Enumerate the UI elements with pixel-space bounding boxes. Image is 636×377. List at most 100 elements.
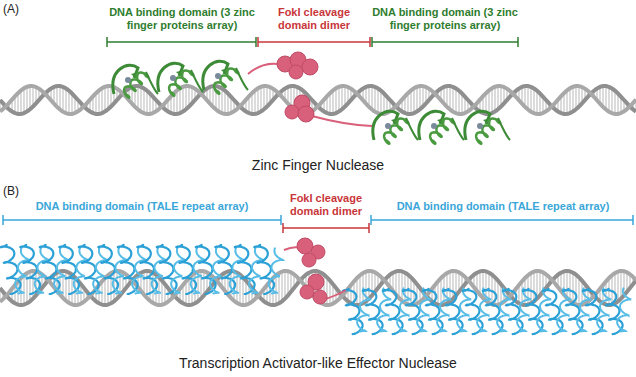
zinc-ion: [431, 123, 437, 129]
base-pair: [569, 271, 570, 300]
alpha-helix: [557, 288, 571, 331]
bracket-tick: [106, 37, 108, 47]
foki-subunit: [302, 59, 318, 75]
linker: [406, 118, 418, 140]
base-pair: [455, 88, 456, 113]
base-pair: [536, 91, 537, 114]
base-pair: [329, 281, 330, 305]
alpha-helix: [437, 288, 451, 331]
alpha-helix: [54, 248, 68, 293]
base-pair: [140, 87, 141, 112]
base-pair: [23, 88, 24, 113]
base-pair: [263, 86, 264, 109]
bracket-line: [283, 227, 369, 229]
base-pair: [617, 272, 618, 302]
base-pair: [26, 87, 27, 112]
base-pair: [398, 271, 399, 298]
base-pair: [614, 91, 615, 114]
domain-label: FokI cleavage domain dimer: [281, 192, 371, 218]
domain-label: DNA binding domain (3 zinc finger protei…: [356, 6, 534, 32]
dna-strand: [0, 86, 636, 114]
base-pair: [98, 90, 99, 113]
base-pair: [29, 86, 30, 109]
panel-letter: (B): [3, 184, 43, 198]
zinc-ion: [477, 123, 483, 129]
base-pair: [380, 91, 381, 114]
bracket-tick: [255, 37, 257, 47]
alpha-helix: [93, 248, 107, 293]
base-pair: [254, 90, 255, 113]
base-pair: [101, 88, 102, 113]
base-pair: [221, 88, 222, 113]
base-pair: [491, 88, 492, 113]
base-pair: [137, 86, 138, 109]
alpha-helix: [430, 119, 454, 144]
base-pair: [449, 86, 450, 109]
bracket-tick: [368, 223, 370, 233]
alpha-helix: [537, 288, 551, 331]
base-pair: [326, 277, 327, 305]
base-pair: [488, 90, 489, 113]
base-pair: [440, 278, 441, 305]
base-pair: [332, 90, 333, 113]
base-pair: [497, 86, 498, 109]
base-pair: [335, 88, 336, 113]
base-pair: [578, 277, 579, 305]
linker: [498, 118, 510, 140]
base-pair: [413, 88, 414, 113]
base-pair: [104, 278, 105, 305]
base-pair: [572, 273, 573, 303]
bracket-line: [3, 219, 281, 221]
linker: [146, 72, 158, 94]
base-pair: [533, 272, 534, 302]
alpha-helix: [269, 248, 283, 293]
linker: [248, 64, 278, 74]
base-pair: [497, 281, 498, 305]
alpha-helix: [577, 288, 591, 331]
base-pair: [455, 271, 456, 295]
base-pair: [611, 88, 612, 113]
foki-subunit: [302, 253, 316, 267]
base-pair: [185, 86, 186, 109]
base-pair: [359, 275, 360, 304]
base-pair: [182, 87, 183, 112]
base-pair: [608, 278, 609, 305]
bracket-tick: [371, 37, 373, 47]
base-pair: [566, 90, 567, 113]
alpha-helix: [35, 248, 49, 293]
bracket-line: [372, 41, 518, 43]
alpha-helix: [357, 288, 371, 331]
zinc-ion: [125, 77, 131, 83]
base-pair: [572, 87, 573, 112]
base-pair: [62, 87, 63, 112]
dna-strand: [0, 86, 636, 114]
base-pair: [242, 277, 243, 305]
zinc-ion: [170, 75, 176, 81]
alpha-helix: [132, 248, 146, 293]
base-pair: [575, 86, 576, 109]
alpha-helix: [171, 248, 185, 293]
base-pair: [341, 86, 342, 109]
base-pair: [146, 91, 147, 114]
base-pair: [404, 273, 405, 303]
alpha-helix: [113, 248, 127, 293]
base-pair: [620, 271, 621, 299]
bracket-tick: [370, 215, 372, 225]
base-pair: [59, 86, 60, 109]
base-pair: [338, 87, 339, 112]
base-pair: [143, 88, 144, 113]
foki-subunit: [285, 105, 299, 119]
base-pair: [104, 87, 105, 112]
alpha-helix: [210, 248, 224, 293]
base-pair: [416, 87, 417, 112]
alpha-helix: [617, 288, 631, 331]
foki-subunit: [300, 285, 314, 299]
bracket-line: [258, 41, 370, 43]
domain-bracket: [3, 37, 633, 233]
base-pair: [179, 88, 180, 113]
bracket-tick: [369, 37, 371, 47]
foki-subunit: [289, 65, 303, 79]
foki-dimer: [248, 52, 372, 304]
alpha-helix: [152, 248, 166, 293]
